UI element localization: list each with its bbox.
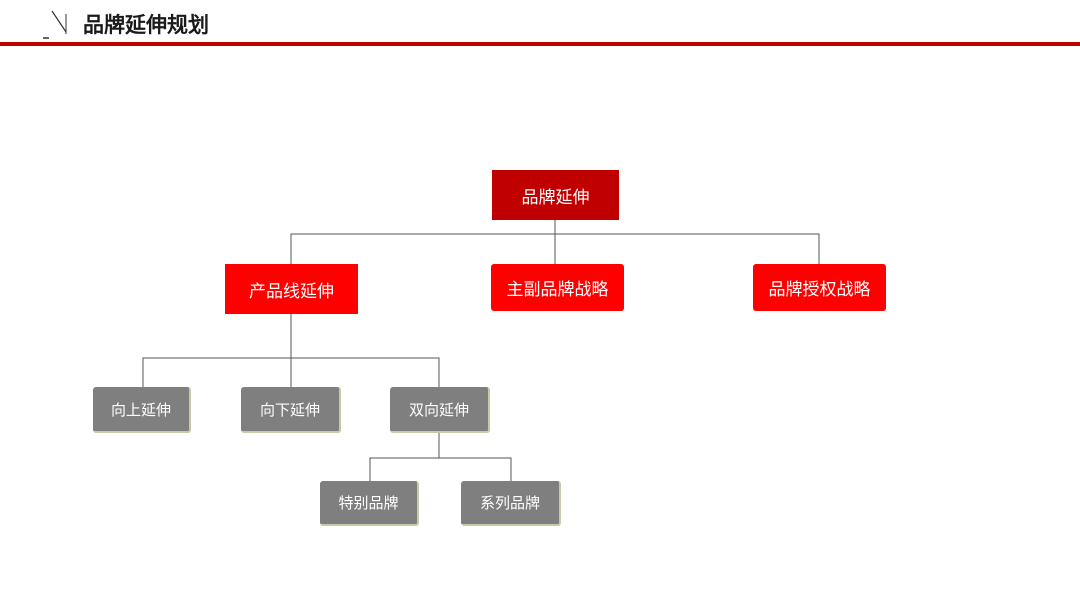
node-brand-licensing-strategy: 品牌授权战略	[753, 264, 886, 311]
node-special-brand: 特别品牌	[320, 481, 419, 526]
slash-mark-icon	[43, 10, 67, 39]
node-series-brand: 系列品牌	[461, 481, 561, 526]
page-title: 品牌延伸规划	[83, 13, 209, 37]
node-main-sub-brand-strategy: 主副品牌战略	[491, 264, 624, 311]
node-product-line-extension: 产品线延伸	[225, 264, 358, 314]
node-two-way-extension: 双向延伸	[390, 387, 490, 433]
connector-level3-bar	[369, 457, 512, 481]
node-upward-extension: 向上延伸	[93, 387, 191, 433]
header-divider	[0, 42, 1080, 46]
node-downward-extension: 向下延伸	[241, 387, 341, 433]
node-brand-extension: 品牌延伸	[492, 170, 619, 220]
